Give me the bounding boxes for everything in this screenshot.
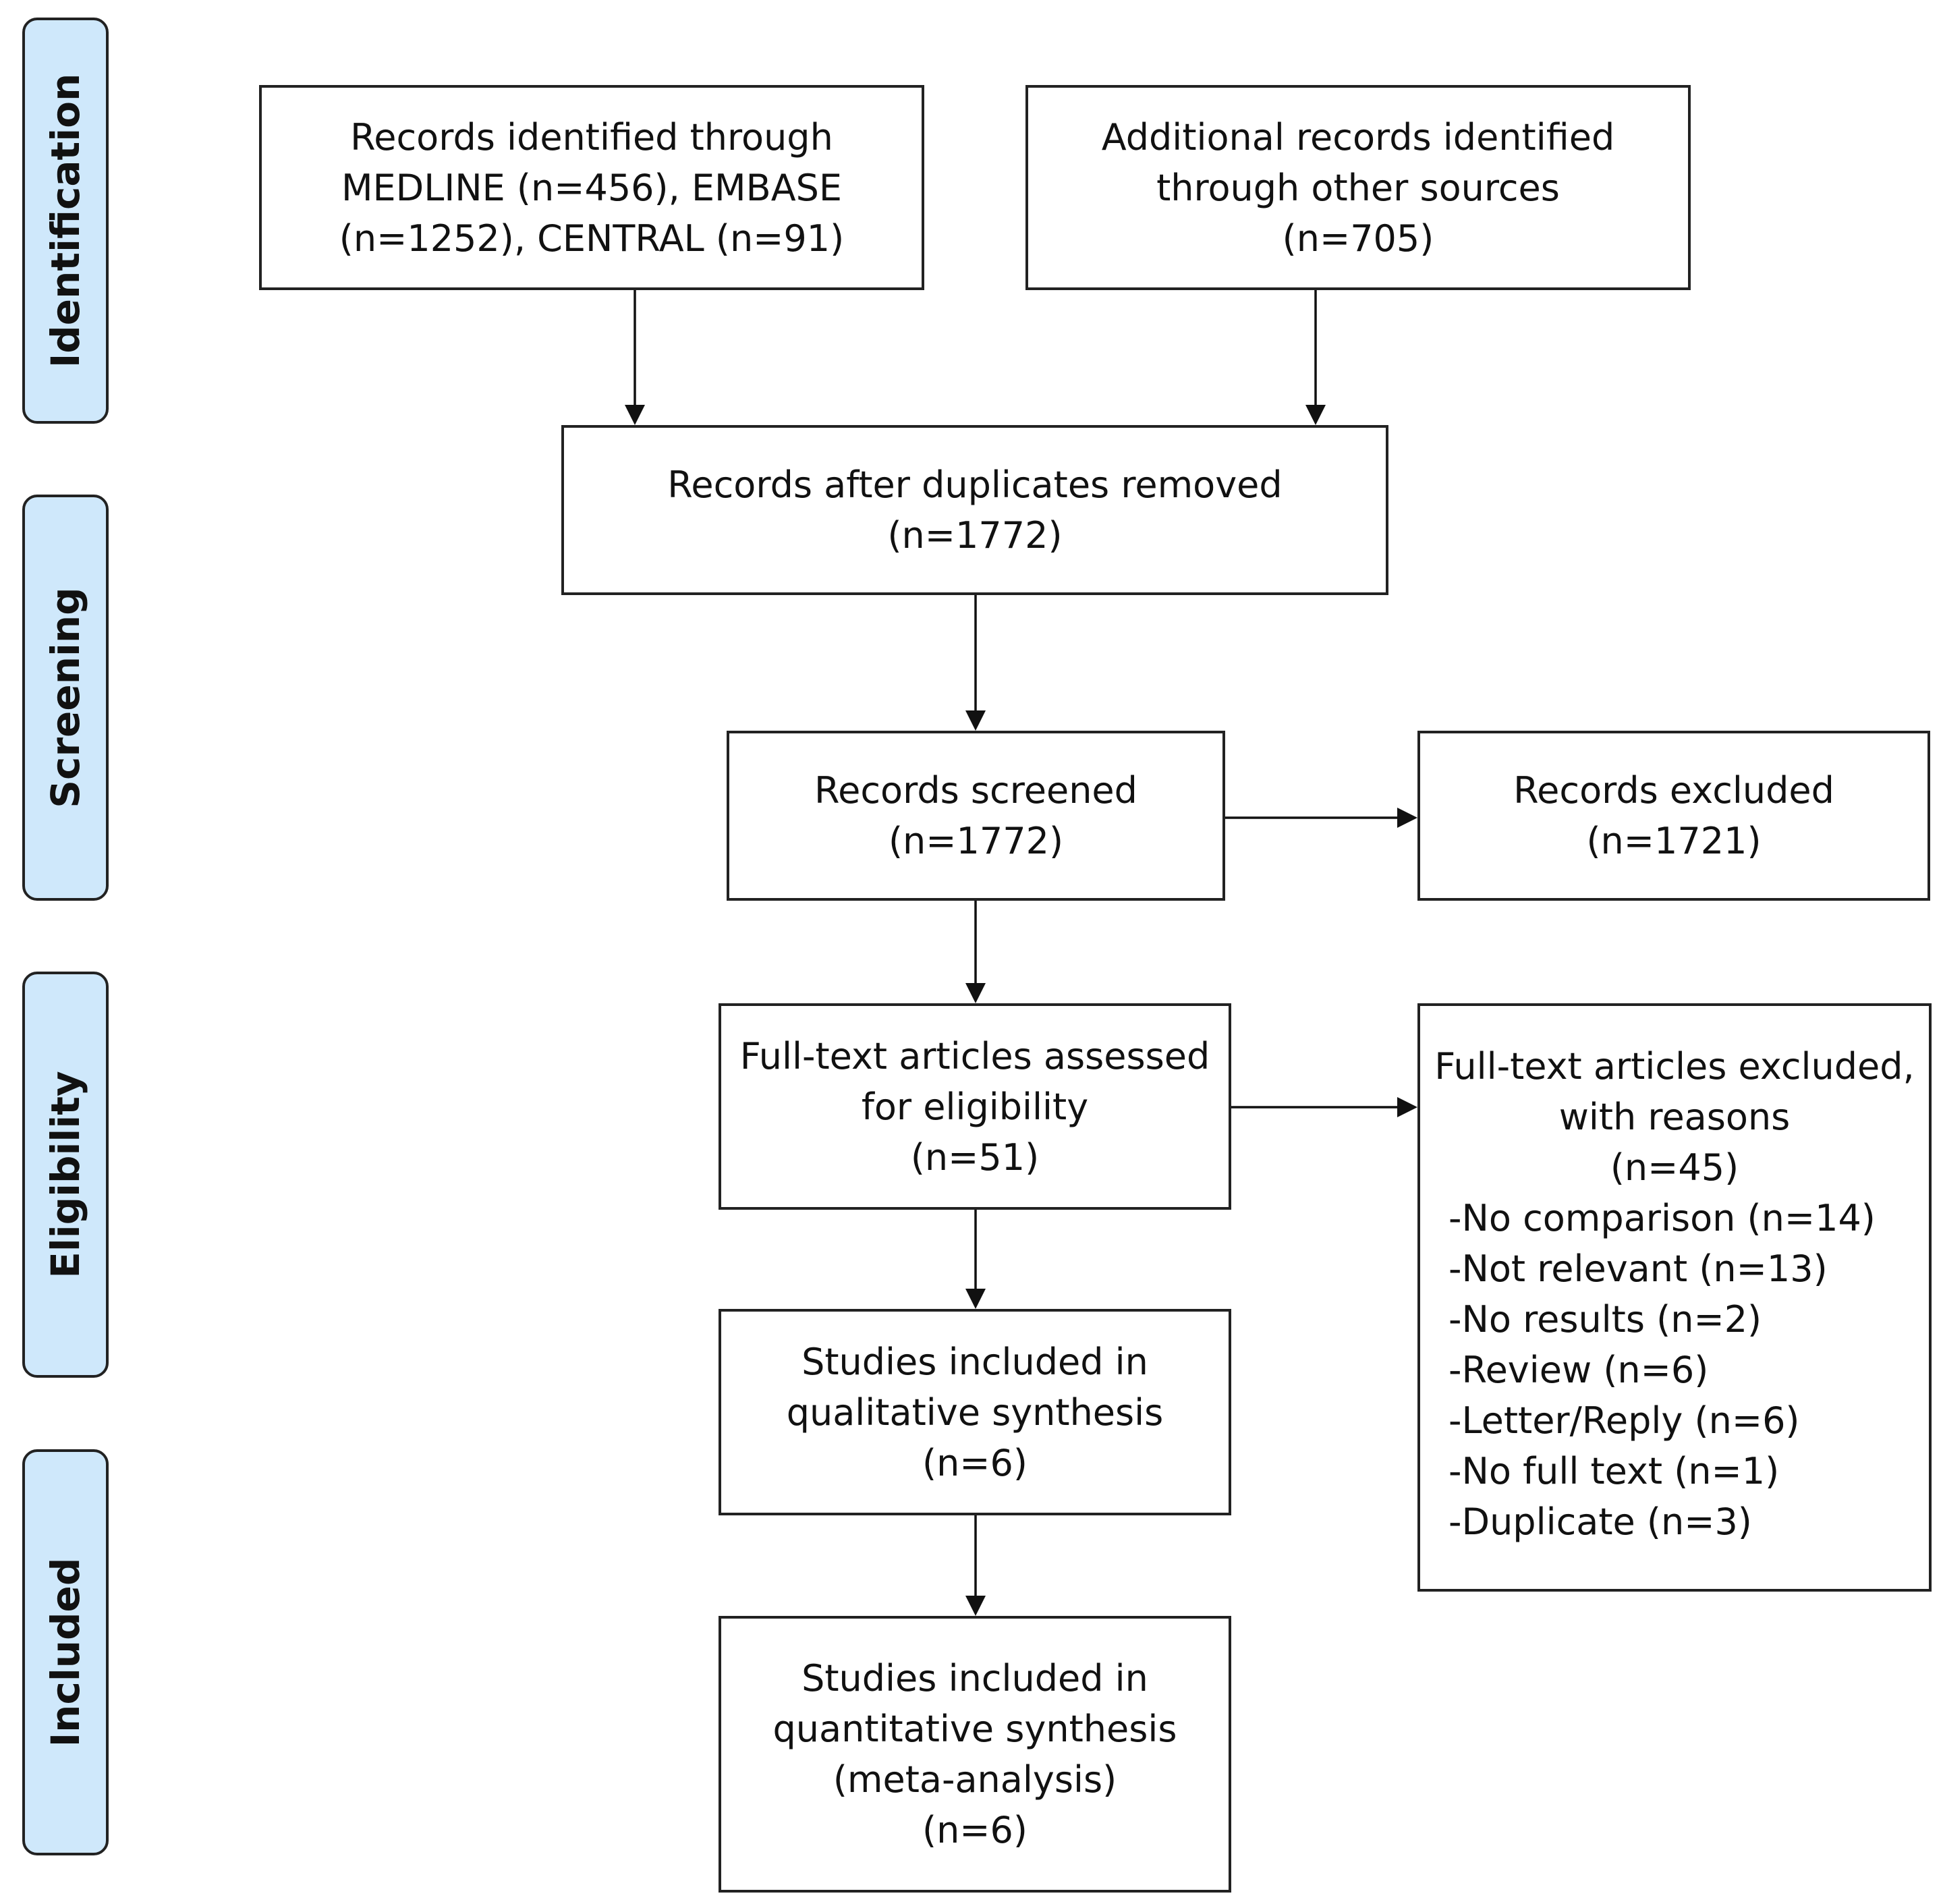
box-fulltext-assessed: Full-text articles assessed for eligibil… [719, 1003, 1231, 1210]
box-other-sources: Additional records identified through ot… [1025, 85, 1691, 290]
arrowhead-db-to-duplicates [625, 405, 645, 425]
arrowhead-duplicates-to-screened [965, 710, 986, 731]
phase-eligibility: Eligibility [22, 972, 109, 1378]
arrowhead-fulltext-to-qualitative [965, 1289, 986, 1309]
list-item: -No full text (n=1) [1448, 1450, 1780, 1492]
phase-identification: Identification [22, 18, 109, 424]
list-item: -Not relevant (n=13) [1448, 1248, 1828, 1290]
box-qualitative-synthesis: Studies included in qualitative synthesi… [719, 1309, 1231, 1515]
box-records-screened: Records screened (n=1772) [727, 731, 1225, 901]
arrowhead-fulltext-to-excluded [1397, 1097, 1417, 1117]
box-records-excluded: Records excluded (n=1721) [1417, 731, 1930, 901]
list-item: -No results (n=2) [1448, 1298, 1762, 1341]
exclusion-reasons-list: -No comparison (n=14) -Not relevant (n=1… [1420, 1193, 1876, 1547]
phase-included: Included [22, 1449, 109, 1855]
list-item: -Duplicate (n=3) [1448, 1501, 1752, 1543]
list-item: -Review (n=6) [1448, 1349, 1709, 1391]
phase-screening: Screening [22, 495, 109, 901]
list-item: -Letter/Reply (n=6) [1448, 1399, 1800, 1442]
arrowhead-qualitative-to-quantitative [965, 1596, 986, 1616]
box-fulltext-excluded: Full-text articles excluded, with reason… [1417, 1003, 1932, 1592]
box-database-records: Records identified through MEDLINE (n=45… [259, 85, 924, 290]
arrowhead-screened-to-fulltext [965, 983, 986, 1003]
list-item: -No comparison (n=14) [1448, 1197, 1876, 1239]
box-quantitative-synthesis: Studies included in quantitative synthes… [719, 1616, 1231, 1893]
arrowhead-screened-to-excluded [1397, 808, 1417, 828]
arrowhead-other-to-duplicates [1305, 405, 1326, 425]
box-after-duplicates: Records after duplicates removed (n=1772… [561, 425, 1388, 595]
